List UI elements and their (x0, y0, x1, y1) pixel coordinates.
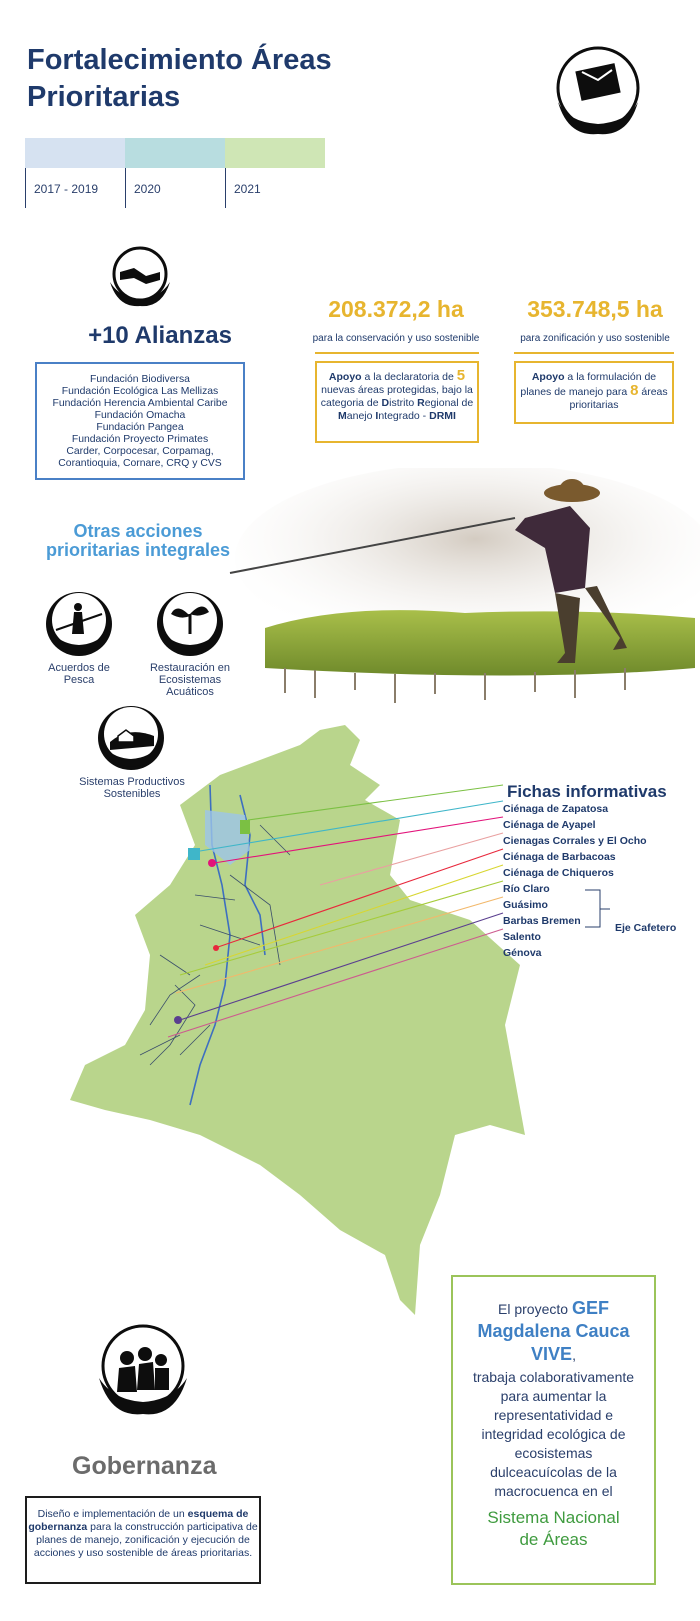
list-item: Fundación Omacha (94, 410, 186, 421)
stat-conservacion-value: 208.372,2 ha (328, 296, 464, 322)
fichas-list: Ciénaga de Zapatosa Ciénaga de Ayapel Ci… (503, 803, 683, 963)
list-item: Génova (503, 947, 542, 959)
acuerdos-pesca-label: Acuerdos de Pesca (48, 662, 110, 686)
eje-cafetero-label: Eje Cafetero (615, 922, 677, 934)
alianzas-title: +10 Alianzas (88, 322, 232, 349)
restauracion-label: Restauración en Ecosistemas Acuáticos (149, 662, 231, 698)
list-item: Ciénaga de Chiqueros (503, 867, 614, 879)
hands-map-emblem-icon (548, 42, 648, 142)
list-item: Corantioquia, Cornare, CRQ y CVS (58, 458, 222, 469)
list-item: Fundación Biodiversa (90, 374, 190, 385)
stat-zonificacion-box: Apoyo a la formulación de planes de mane… (514, 361, 674, 424)
list-item: Barbas Bremen (503, 915, 581, 927)
page-title: Fortalecimiento Áreas Prioritarias (27, 44, 332, 113)
list-item: Fundación Pangea (96, 422, 184, 433)
fichas-title: Fichas informativas (507, 782, 667, 801)
list-item: Guásimo (503, 899, 548, 911)
sistemas-productivos-label: Sistemas Productivos Sostenibles (79, 776, 185, 800)
fisherman-photo (225, 463, 700, 713)
stat-zonificacion-caption: para zonificación y uso sostenible (520, 333, 670, 344)
list-item: Ciénaga de Barbacoas (503, 851, 616, 863)
stat-conservacion-box: Apoyo a la declaratoria de 5 nuevas área… (315, 361, 479, 443)
list-item: Cienagas Corrales y El Ocho (503, 835, 647, 847)
list-item: Carder, Corpocesar, Corpamag, (66, 446, 214, 457)
gobernanza-box: Diseño e implementación de un esquema de… (25, 1496, 261, 1584)
stat-conservacion-caption: para la conservación y uso sostenible (312, 333, 480, 344)
gef-box: El proyecto GEF Magdalena Cauca VIVE, tr… (451, 1275, 656, 1585)
gobernanza-title: Gobernanza (72, 1452, 217, 1480)
timeline-bar-2017 (25, 138, 125, 168)
list-item: Río Claro (503, 883, 550, 895)
community-emblem-icon (93, 1322, 193, 1418)
seedling-icon (157, 592, 223, 656)
timeline: 2017 - 2019 2020 2021 (25, 138, 327, 210)
handshake-emblem-icon (106, 246, 174, 310)
farm-icon (98, 706, 164, 770)
list-item: Ciénaga de Zapatosa (503, 803, 609, 815)
timeline-label: 2021 (234, 182, 261, 196)
otras-acciones-title: Otras acciones prioritarias integrales (45, 521, 231, 560)
timeline-label: 2020 (134, 182, 161, 196)
fisherman-icon (46, 592, 112, 656)
list-item: Salento (503, 931, 541, 943)
list-item: Fundación Ecológica Las Mellizas (61, 386, 219, 397)
list-item: Ciénaga de Ayapel (503, 819, 596, 831)
alianzas-list: Fundación Biodiversa Fundación Ecológica… (35, 362, 245, 480)
colombia-map (0, 725, 700, 1325)
stat-zonificacion-value: 353.748,5 ha (527, 296, 663, 322)
timeline-label: 2017 - 2019 (34, 182, 99, 196)
timeline-bar-2021 (225, 138, 325, 168)
timeline-bar-2020 (125, 138, 225, 168)
list-item: Fundación Herencia Ambiental Caribe (52, 398, 228, 409)
list-item: Fundación Proyecto Primates (71, 434, 209, 445)
